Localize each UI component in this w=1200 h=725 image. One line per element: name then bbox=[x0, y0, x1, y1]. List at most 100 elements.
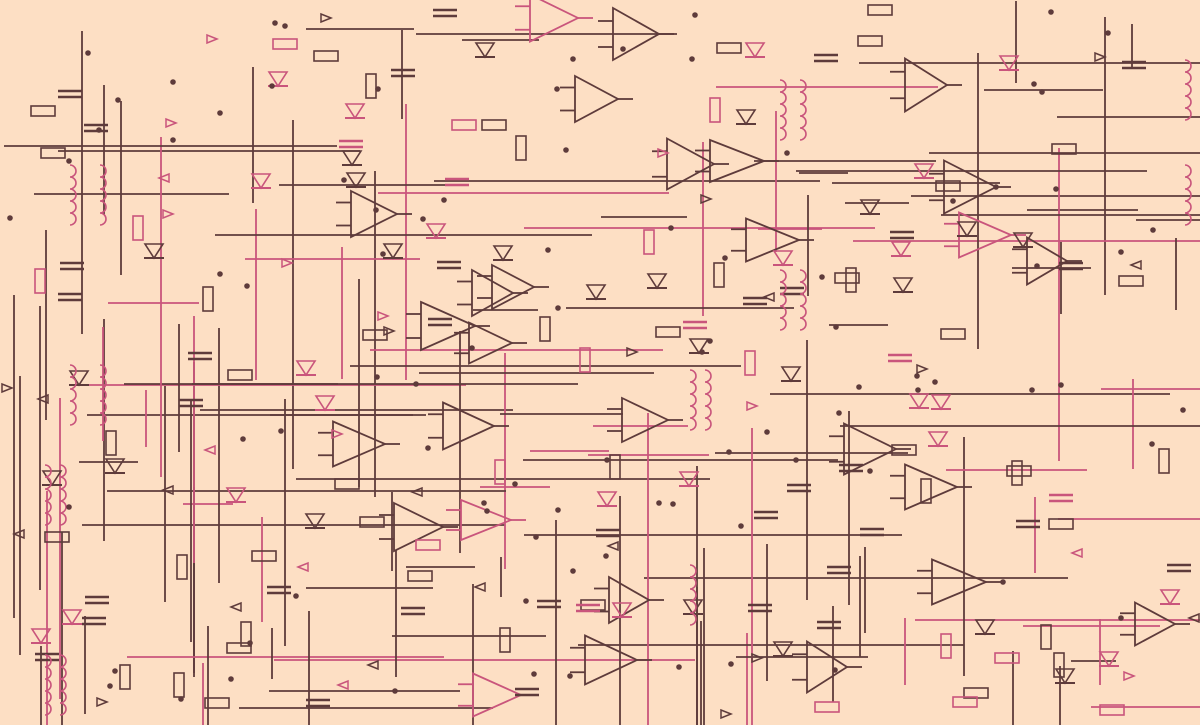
junction-dot bbox=[1029, 387, 1035, 393]
diode bbox=[225, 487, 247, 504]
diode-triangle bbox=[735, 109, 757, 126]
capacitor bbox=[60, 261, 84, 271]
capacitor bbox=[683, 320, 707, 330]
diode bbox=[1012, 232, 1034, 249]
op-amp-body bbox=[943, 159, 998, 215]
capacitor bbox=[596, 528, 620, 538]
op-amp-body bbox=[1134, 600, 1177, 648]
arrow-terminal bbox=[1123, 670, 1137, 682]
resistor bbox=[857, 35, 883, 47]
junction-dot bbox=[832, 667, 838, 673]
resistor bbox=[44, 531, 70, 543]
resistor bbox=[494, 459, 506, 485]
op-amp-body bbox=[621, 396, 671, 444]
diode-triangle bbox=[688, 338, 710, 355]
diode-triangle bbox=[772, 250, 794, 267]
arrow-terminal bbox=[335, 679, 349, 691]
arrow-terminal bbox=[320, 12, 334, 24]
capacitor bbox=[576, 603, 600, 613]
junction-dot bbox=[228, 676, 234, 682]
diode-triangle bbox=[892, 277, 914, 294]
resistor bbox=[119, 664, 131, 690]
capacitor bbox=[515, 687, 539, 697]
capacitor bbox=[860, 527, 884, 537]
op-amp bbox=[454, 321, 527, 365]
capacitor bbox=[1167, 563, 1191, 573]
resistor bbox=[1053, 652, 1065, 678]
capacitor bbox=[888, 353, 912, 363]
junction-dot bbox=[107, 683, 113, 689]
diode bbox=[927, 431, 949, 448]
resistor bbox=[34, 268, 46, 294]
resistor bbox=[709, 97, 721, 123]
junction-dot bbox=[373, 207, 379, 213]
transformer-coil bbox=[69, 164, 77, 226]
op-amp bbox=[607, 396, 683, 444]
junction-dot bbox=[441, 197, 447, 203]
resistor bbox=[940, 633, 952, 659]
junction-dot bbox=[1105, 30, 1111, 36]
diode bbox=[956, 221, 978, 238]
diode bbox=[859, 199, 881, 216]
arrow-terminal bbox=[281, 257, 295, 269]
junction-dot bbox=[1000, 579, 1006, 585]
op-amp bbox=[515, 0, 593, 43]
capacitor bbox=[827, 565, 851, 575]
junction-dot bbox=[217, 110, 223, 116]
resistor bbox=[867, 4, 893, 16]
resistor bbox=[655, 326, 681, 338]
diode-triangle bbox=[611, 602, 633, 619]
junction-dot bbox=[707, 338, 713, 344]
diode-triangle bbox=[345, 172, 367, 189]
resistor bbox=[845, 267, 857, 293]
op-amp-body bbox=[332, 420, 388, 468]
diode bbox=[772, 250, 794, 267]
junction-dot bbox=[96, 127, 102, 133]
capacitor bbox=[179, 398, 203, 408]
op-amp-body bbox=[529, 0, 581, 43]
resistor bbox=[240, 621, 252, 647]
transformer-coil bbox=[59, 654, 67, 716]
diode bbox=[143, 243, 165, 260]
arrow-terminal bbox=[202, 444, 216, 456]
resistor bbox=[365, 73, 377, 99]
junction-dot bbox=[692, 12, 698, 18]
junction-dot bbox=[570, 568, 576, 574]
junction-dot bbox=[676, 664, 682, 670]
capacitor bbox=[814, 53, 838, 63]
op-amp-body bbox=[666, 136, 716, 192]
resistor bbox=[313, 50, 339, 62]
junction-dot bbox=[1048, 9, 1054, 15]
junction-dot bbox=[244, 283, 250, 289]
diode bbox=[304, 513, 326, 530]
op-amp-body bbox=[574, 74, 620, 124]
arrow-terminal bbox=[11, 528, 25, 540]
diode bbox=[345, 172, 367, 189]
resistor bbox=[202, 286, 214, 312]
resistor bbox=[362, 329, 388, 341]
diode-triangle bbox=[1098, 651, 1120, 668]
junction-dot bbox=[554, 86, 560, 92]
resistor bbox=[713, 262, 725, 288]
diode-triangle bbox=[30, 628, 52, 645]
arrow-terminal bbox=[331, 428, 345, 440]
diode-triangle bbox=[104, 458, 126, 475]
resistor bbox=[1048, 518, 1074, 530]
op-amp-body bbox=[471, 268, 515, 318]
resistor bbox=[272, 38, 298, 50]
junction-dot bbox=[1031, 81, 1037, 87]
diode bbox=[913, 163, 935, 180]
junction-dot bbox=[819, 274, 825, 280]
transformer-coil bbox=[689, 564, 697, 626]
junction-dot bbox=[481, 500, 487, 506]
junction-dot bbox=[217, 271, 223, 277]
op-amp bbox=[890, 56, 962, 114]
junction-dot bbox=[85, 50, 91, 56]
junction-dot bbox=[293, 593, 299, 599]
diode bbox=[974, 619, 996, 636]
arrow-terminal bbox=[605, 540, 619, 552]
arrow-terminal bbox=[162, 208, 176, 220]
resistor bbox=[1118, 275, 1144, 287]
diode bbox=[104, 458, 126, 475]
diode bbox=[1054, 668, 1076, 685]
